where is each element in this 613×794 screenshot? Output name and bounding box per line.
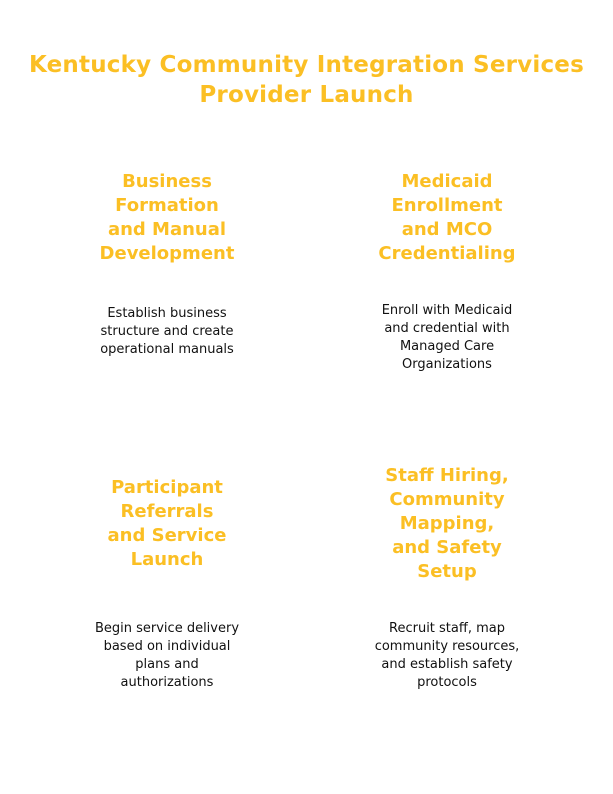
step-heading: Participant Referrals and Service Launch bbox=[107, 477, 227, 570]
step-description: Enroll with Medicaid and credential with… bbox=[381, 303, 513, 372]
page-title: Kentucky Community Integration Services … bbox=[0, 50, 613, 110]
step-description: Recruit staff, map community resources, … bbox=[374, 621, 520, 690]
step-card-business-formation: Business Formation and Manual Developmen… bbox=[62, 170, 272, 357]
step-heading: Medicaid Enrollment and MCO Credentialin… bbox=[378, 171, 516, 264]
step-heading: Business Formation and Manual Developmen… bbox=[99, 171, 235, 264]
step-card-medicaid-enrollment: Medicaid Enrollment and MCO Credentialin… bbox=[342, 170, 552, 372]
title-line-2: Provider Launch bbox=[199, 82, 414, 108]
title-line-1: Kentucky Community Integration Services bbox=[29, 52, 584, 78]
step-card-participant-referrals: Participant Referrals and Service Launch… bbox=[62, 476, 272, 690]
step-description: Begin service delivery based on individu… bbox=[94, 621, 240, 690]
step-heading: Staff Hiring, Community Mapping, and Saf… bbox=[385, 465, 509, 582]
step-card-staff-hiring: Staff Hiring, Community Mapping, and Saf… bbox=[342, 464, 552, 690]
step-description: Establish business structure and create … bbox=[100, 306, 234, 357]
